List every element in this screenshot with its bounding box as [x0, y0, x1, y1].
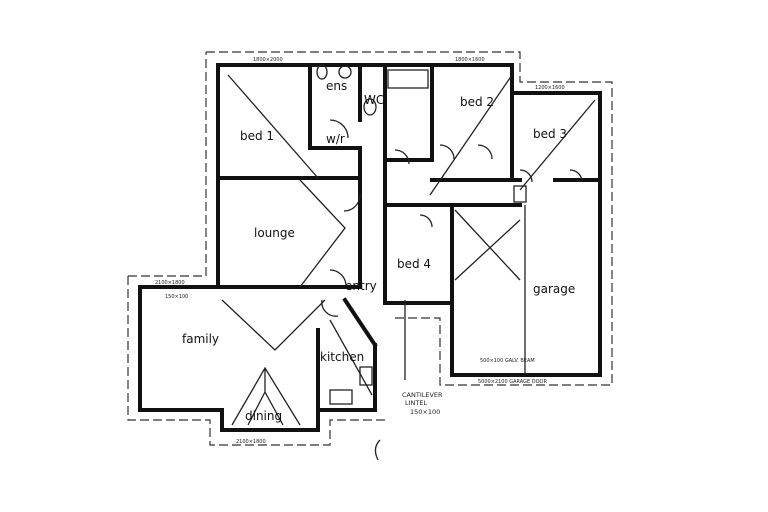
window-dim-bed1: 1800×2000 [253, 57, 283, 63]
room-label-bed2: bed 2 [460, 95, 494, 109]
room-label-garage: garage [533, 282, 575, 296]
window-dim-bed2: 1800×1600 [455, 57, 485, 63]
room-label-ens: ens [326, 79, 347, 93]
room-label-wr: w/r [326, 132, 345, 146]
sink-icon [329, 389, 353, 405]
kitchen-wall [316, 297, 378, 412]
cooktop-icon [359, 366, 373, 386]
interior-wall-2 [216, 158, 522, 305]
room-label-dining: dining [245, 409, 282, 423]
room-label-bed1: bed 1 [240, 129, 274, 143]
room-label-bed3: bed 3 [533, 127, 567, 141]
window-dim-bed3: 1200×1600 [535, 85, 565, 91]
cantilever-note-3: 150×100 [410, 408, 440, 416]
wc-toilet-icon [363, 98, 377, 116]
room-label-wc: WC [364, 93, 384, 107]
exterior-wall-west [138, 63, 377, 432]
cantilever-note-2: LINTEL [405, 399, 427, 407]
lintel-dim: 150×100 [165, 294, 188, 300]
interior-wall [216, 63, 602, 182]
room-label-family: family [182, 332, 219, 346]
roof-outline [127, 51, 613, 446]
room-label-lounge: lounge [254, 226, 295, 240]
ceiling-lines [221, 74, 596, 396]
room-label-bed4: bed 4 [397, 257, 431, 271]
window-dim-family: 2100×1800 [155, 280, 185, 286]
cantilever-note-1: CANTILEVER [402, 391, 443, 399]
garage-door-dim: 5000×2100 GARAGE DOOR [478, 379, 547, 385]
ensuite-basin-icon [338, 65, 352, 79]
bath-icon [387, 69, 429, 89]
window-dim-dining: 2100×1800 [236, 439, 266, 445]
garage-beam-dim: 500×100 GALV. BEAM [480, 358, 535, 364]
pen-mark [374, 439, 381, 461]
laundry-tub-icon [513, 185, 527, 203]
dining-bay [231, 366, 301, 426]
ensuite-toilet-icon [316, 64, 328, 80]
room-label-kitchen: kitchen [320, 350, 364, 364]
exterior-wall [216, 63, 602, 377]
door-arcs [321, 119, 583, 317]
room-label-entry: entry [345, 279, 377, 293]
